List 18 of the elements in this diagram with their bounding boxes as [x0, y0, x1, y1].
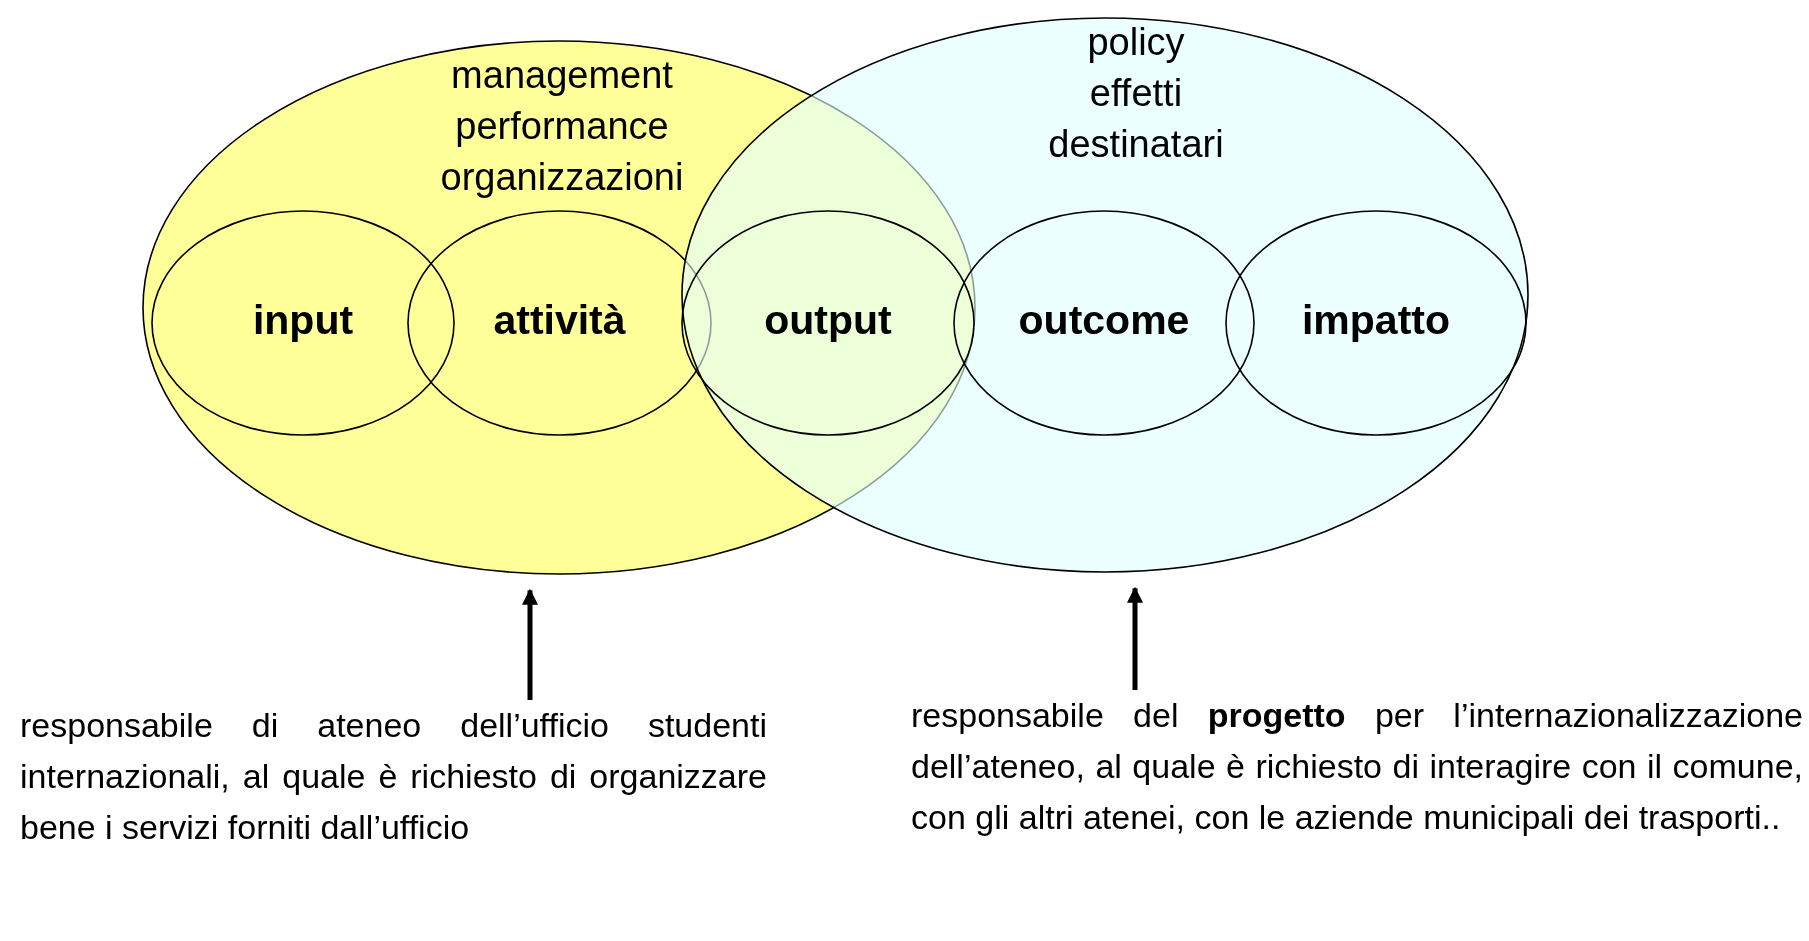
venn-ellipse	[407, 210, 712, 436]
venn-ellipse	[681, 210, 975, 436]
ellipse-label: input	[252, 297, 354, 344]
ellipse-label: impatto	[1302, 297, 1450, 344]
description-paragraph: responsabile di ateneo dell’ufficio studenti internazionali, al quale è richiesto di organizzare bene i servizi forniti dall’ufficio	[20, 700, 767, 910]
ellipse-label: management performance organizzazioni	[439, 53, 685, 200]
venn-ellipse	[151, 210, 455, 436]
ellipse-label: output	[764, 297, 892, 344]
arrow	[522, 588, 538, 700]
ellipse-label: outcome	[1018, 297, 1190, 344]
arrow	[1127, 586, 1143, 690]
ellipse-label: policy effetti destinatari	[1047, 20, 1225, 167]
ellipse-label: attività	[493, 297, 626, 344]
venn-ellipse	[1225, 210, 1527, 436]
description-paragraph: responsabile del progetto per l’internazionalizzazione dell’ateneo, al quale è richiesto di interagire con il comune, con gli altri atenei, con le aziende municipali dei trasporti..	[911, 690, 1803, 940]
venn-ellipse	[681, 17, 1529, 573]
venn-ellipse	[953, 210, 1255, 436]
venn-ellipse	[142, 40, 976, 575]
